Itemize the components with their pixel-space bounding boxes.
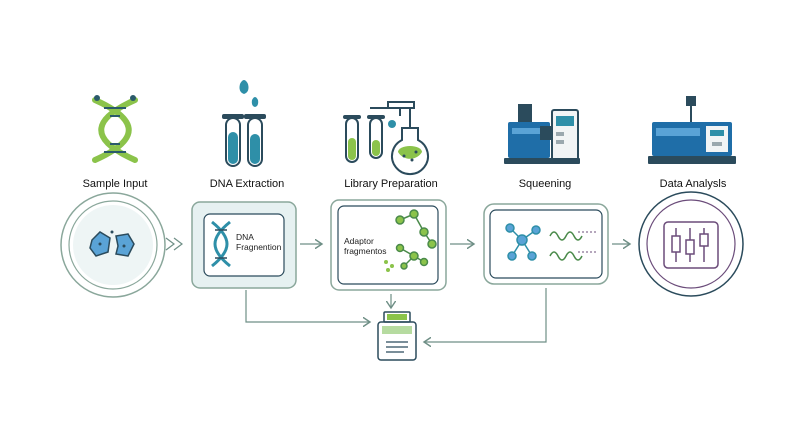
library-text-line2: fragmentos bbox=[344, 246, 387, 256]
connector-extraction-to-vial bbox=[245, 290, 370, 322]
step-label-sequencing: Squeening bbox=[518, 178, 572, 190]
data-analysis-panel bbox=[638, 191, 744, 297]
dna-extraction-panel bbox=[191, 201, 297, 289]
lab-glassware-icon bbox=[343, 101, 429, 176]
step-label-library-preparation: Library Preparation bbox=[344, 178, 438, 190]
connector-sequencing-to-vial bbox=[424, 288, 547, 342]
extraction-text-line2: Fragnention bbox=[236, 242, 282, 252]
double-chevron-icon bbox=[165, 237, 183, 251]
sample-fragments-icon bbox=[89, 230, 135, 257]
sequencing-panel bbox=[483, 203, 609, 285]
step-label-data-analysis: Data Analysls bbox=[659, 178, 727, 190]
library-text-line1: Adaptor bbox=[344, 236, 374, 246]
library-preparation-panel bbox=[330, 199, 447, 291]
test-tubes-icon bbox=[222, 80, 266, 167]
signal-wave-icon bbox=[549, 231, 583, 261]
molecule-icon bbox=[395, 209, 437, 270]
step-label-sample-input: Sample Input bbox=[82, 178, 148, 190]
library-text: Adaptor fragmentos bbox=[344, 236, 387, 256]
dots-icon bbox=[384, 260, 394, 272]
dna-fragment-icon bbox=[211, 220, 231, 268]
candlestick-chart-icon bbox=[671, 228, 709, 262]
extraction-text-line1: DNA bbox=[236, 232, 254, 242]
sequencer-icon bbox=[504, 104, 580, 164]
dna-icon bbox=[92, 95, 138, 163]
signal-dots-icon bbox=[578, 231, 596, 253]
network-icon bbox=[505, 223, 541, 261]
sample-input-panel bbox=[60, 192, 166, 298]
flow-arrows bbox=[165, 237, 630, 342]
step-label-dna-extraction: DNA Extraction bbox=[209, 178, 285, 190]
sample-vial-icon bbox=[377, 311, 417, 361]
extraction-text: DNA Fragnention bbox=[236, 232, 281, 252]
analyzer-icon bbox=[648, 96, 736, 164]
